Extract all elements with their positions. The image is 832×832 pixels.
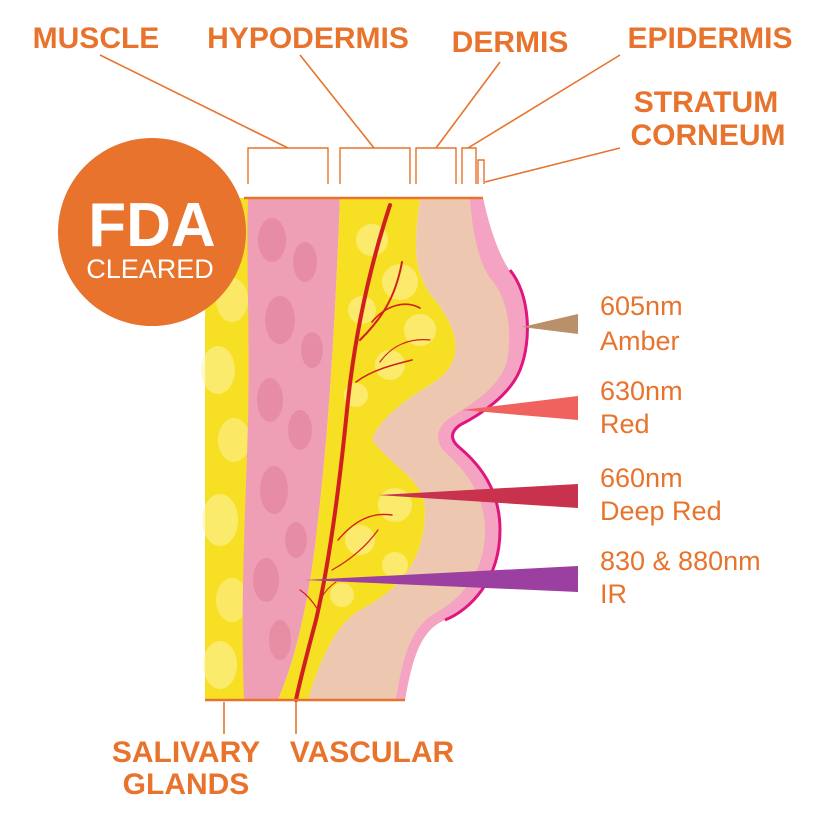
label-muscle: MUSCLE: [33, 22, 160, 55]
hypodermis-fat: [278, 198, 456, 700]
label-glands: GLANDS: [123, 768, 250, 801]
layer-brackets: [247, 147, 485, 184]
muscle-layer: [242, 198, 340, 700]
label-dermis: DERMIS: [452, 26, 569, 59]
bracket-hypodermis: [339, 147, 411, 184]
wavelength-605-nm: 605nm: [600, 291, 683, 321]
beam-amber: [522, 314, 578, 334]
blood-vessel: [294, 203, 431, 702]
leader-hypodermis: [299, 54, 375, 149]
badge-circle: [58, 138, 246, 326]
bracket-dermis: [415, 147, 457, 184]
light-beams: [305, 314, 578, 592]
beam-ir: [305, 566, 578, 592]
label-hypodermis: HYPODERMIS: [207, 22, 409, 55]
label-corneum: CORNEUM: [631, 119, 786, 152]
epidermis-layer: [396, 198, 527, 700]
wavelength-660-nm: 660nm: [600, 463, 683, 493]
wavelength-ir-name: IR: [600, 579, 627, 609]
label-epidermis: EPIDERMIS: [627, 22, 792, 55]
leader-dermis: [435, 61, 501, 149]
leader-lines: [99, 54, 621, 734]
fda-cleared-badge: FDA CLEARED: [58, 138, 246, 326]
wavelength-630-nm: 630nm: [600, 376, 683, 406]
bracket-muscle: [247, 147, 329, 184]
leader-epidermis: [467, 54, 621, 149]
badge-subtitle: CLEARED: [86, 254, 214, 284]
skin-cross-section: [201, 196, 529, 702]
badge-title: FDA: [88, 191, 215, 260]
layer-labels: MUSCLE HYPODERMIS DERMIS EPIDERMIS STRAT…: [33, 22, 793, 801]
label-vascular: VASCULAR: [290, 736, 455, 769]
beam-deep-red: [378, 484, 578, 508]
label-salivary: SALIVARY: [112, 736, 260, 769]
beam-red: [462, 396, 578, 420]
wavelength-labels: 605nm Amber 630nm Red 660nm Deep Red 830…: [600, 291, 761, 609]
wavelength-ir-nm: 830 & 880nm: [600, 546, 761, 576]
wavelength-630-name: Red: [600, 409, 650, 439]
leader-stratum-corneum: [484, 147, 621, 183]
wavelength-660-name: Deep Red: [600, 496, 722, 526]
bracket-epidermis: [461, 147, 477, 184]
bracket-stratum-corneum: [477, 159, 485, 184]
stratum-corneum-edge: [444, 269, 529, 622]
label-stratum: STRATUM: [634, 86, 778, 119]
wavelength-605-name: Amber: [600, 326, 680, 356]
leader-muscle: [99, 54, 289, 149]
